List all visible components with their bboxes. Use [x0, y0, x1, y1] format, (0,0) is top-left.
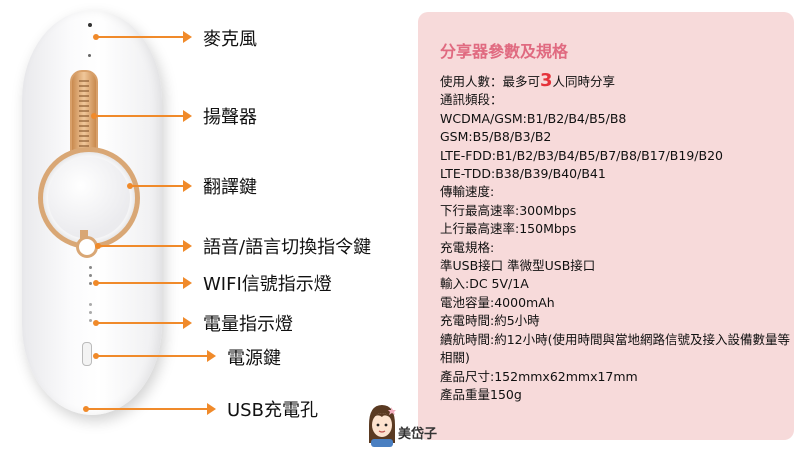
spec-charge-time: 充電時間:約5小時: [440, 313, 540, 329]
spec-users: 使用人數：最多可3人同時分享: [440, 70, 616, 91]
spec-download: 下行最高速率:300Mbps: [440, 202, 577, 218]
battery-indicator-dot: [89, 311, 92, 314]
arrow-wifi: [96, 277, 192, 289]
wifi-indicator-dot: [89, 274, 92, 277]
arrow-translate: [130, 180, 192, 192]
spec-band-label: 通訊頻段：: [440, 92, 503, 108]
spec-band-gsm: GSM:B5/B8/B3/B2: [440, 129, 552, 145]
label-usb-port: USB充電孔: [227, 400, 318, 421]
spec-users-number: 3: [540, 70, 553, 91]
arrow-voice-switch: [98, 240, 192, 252]
label-speaker: 揚聲器: [203, 107, 257, 128]
spec-endurance: 續航時間:約12小時(使用時間與當地網路信號及接入設備數量等相關): [440, 331, 790, 366]
spec-speed-label: 傳輸速度:: [440, 184, 495, 200]
arrow-usb: [86, 403, 216, 415]
label-battery-indicator: 電量指示燈: [203, 314, 293, 335]
spec-input: 輸入:DC 5V/1A: [440, 276, 529, 292]
translate-button[interactable]: [48, 157, 130, 239]
label-voice-switch-key: 語音/語言切換指令鍵: [203, 237, 372, 258]
microphone-hole: [88, 23, 92, 27]
arrow-power: [96, 350, 216, 362]
spec-battery: 電池容量:4000mAh: [440, 294, 555, 310]
battery-indicator-dot: [89, 303, 92, 306]
wifi-indicator-dot: [89, 282, 92, 285]
battery-indicator-dot: [89, 319, 92, 322]
power-button[interactable]: [82, 342, 92, 366]
watermark-text: 美岱子: [398, 427, 438, 442]
arrow-battery: [96, 317, 192, 329]
mascot-avatar-icon: [369, 405, 396, 447]
label-wifi-indicator: WIFI信號指示燈: [203, 274, 332, 295]
spec-upload: 上行最高速率:150Mbps: [440, 221, 577, 237]
spec-panel-title: 分享器參數及規格: [440, 42, 569, 61]
spec-list: 使用人數：最多可3人同時分享 通訊頻段： WCDMA/GSM:B1/B2/B4/…: [440, 70, 792, 404]
wifi-indicator-dot: [89, 266, 92, 269]
arrow-speaker: [94, 110, 192, 122]
spec-charge-label: 充電規格:: [440, 239, 495, 255]
microphone-hole: [88, 54, 91, 57]
spec-band-lte-fdd: LTE-FDD:B1/B2/B3/B4/B5/B7/B8/B17/B19/B20: [440, 147, 723, 163]
label-power-key: 電源鍵: [227, 348, 281, 369]
spec-band-wcdma: WCDMA/GSM:B1/B2/B4/B5/B8: [440, 110, 627, 126]
spec-panel: [418, 12, 794, 440]
spec-band-lte-tdd: LTE-TDD:B38/B39/B40/B41: [440, 166, 606, 182]
spec-size: 產品尺寸:152mmx62mmx17mm: [440, 368, 638, 384]
spec-usb-port: 準USB接口 準微型USB接口: [440, 258, 596, 274]
label-microphone: 麥克風: [203, 29, 257, 50]
label-translate-key: 翻譯鍵: [203, 177, 257, 198]
arrow-mic: [96, 31, 192, 43]
spec-weight: 產品重量150g: [440, 386, 522, 402]
